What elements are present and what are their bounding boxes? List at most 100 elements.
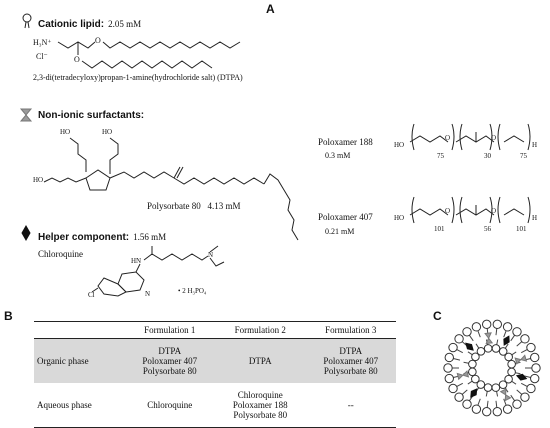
lipid-head <box>462 399 472 409</box>
p407-h: H <box>532 214 538 222</box>
lipid-head <box>512 327 522 337</box>
lipid-head <box>502 322 513 332</box>
cell-line: Poloxamer 407 <box>142 356 198 366</box>
lipid-head <box>483 344 493 353</box>
p188-o-1: O <box>445 134 451 142</box>
row-label-aqueous: Aqueous phase <box>34 383 125 428</box>
chloroquine-hn: HN <box>131 257 142 265</box>
lipid-head <box>526 342 536 353</box>
table-header-blank <box>34 321 125 339</box>
p407-o-2: O <box>491 207 497 215</box>
helper-conc: 1.56 mM <box>133 232 167 242</box>
lipid-head <box>531 363 541 373</box>
polysorbate-80-structure <box>43 137 299 241</box>
p188-ho: HO <box>394 141 405 149</box>
surfactant-marker <box>514 354 528 365</box>
diamond-icon <box>21 224 31 242</box>
cell-line: Polysorbate 80 <box>142 366 197 376</box>
lipid-head <box>491 383 501 392</box>
lipid-head <box>498 380 508 389</box>
p407-n3: 101 <box>516 225 527 233</box>
cell-line: -- <box>347 400 354 410</box>
dtpa-name: 2,3-di(tetradecyloxy)propan-1-amine(hydr… <box>33 73 243 82</box>
ps80-ho-3: HO <box>33 176 44 184</box>
cell-aqueous-f1: Chloroquine <box>124 383 215 428</box>
helper-label: Helper component: <box>38 232 130 243</box>
cell-line: DTPA <box>248 356 272 366</box>
table-header-f3: Formulation 3 <box>305 321 396 339</box>
cationic-lipid-conc: 2.05 mM <box>108 19 142 29</box>
table-row: Organic phase DTPA Poloxamer 407 Polysor… <box>34 338 396 383</box>
cell-aqueous-f2: Chloroquine Poloxamer 188 Polysorbate 80 <box>215 383 306 428</box>
lipid-head <box>512 399 522 409</box>
cell-organic-f2: DTPA <box>215 338 306 383</box>
poloxamer-407-name: Poloxamer 407 <box>318 212 373 222</box>
row-label-organic: Organic phase <box>34 338 125 383</box>
lipid-head <box>476 380 486 389</box>
lipid-head <box>502 404 513 414</box>
chloroquine-n-ring: N <box>145 290 151 298</box>
poloxamer-407-structure <box>409 196 531 224</box>
p188-n2: 30 <box>484 152 491 160</box>
table-header-f2: Formulation 2 <box>215 321 306 339</box>
surfactant-marker <box>484 332 494 345</box>
surfactant-marker <box>456 370 470 381</box>
formulation-table: Formulation 1 Formulation 2 Formulation … <box>34 321 396 428</box>
dtpa-amine: H₃N⁺ <box>33 38 52 47</box>
p407-ho: HO <box>394 214 405 222</box>
p188-o-2: O <box>491 134 497 142</box>
cell-line: Chloroquine <box>147 400 193 410</box>
dtpa-oxygen-2: O <box>74 55 80 64</box>
cationic-header: Cationic lipid: 2.05 mM <box>38 14 141 32</box>
polysorbate-80-name: Polysorbate 80 <box>147 201 201 211</box>
lipid-head <box>507 359 516 369</box>
hourglass-icon <box>19 108 33 122</box>
lipid-head <box>471 404 482 414</box>
ps80-ho-2: HO <box>102 128 113 136</box>
p407-n1: 101 <box>434 225 445 233</box>
dtpa-chloride: Cl⁻ <box>36 52 48 61</box>
poloxamer-188-conc: 0.3 mM <box>325 151 351 160</box>
dtpa-structure <box>57 41 241 69</box>
lipid-head <box>507 367 516 377</box>
lipid-head <box>462 327 472 337</box>
lipid-head <box>526 383 536 394</box>
lipid-head <box>443 363 453 373</box>
table-row: Aqueous phase Chloroquine Chloroquine Po… <box>34 383 396 428</box>
p188-n1: 75 <box>437 152 444 160</box>
chloroquine-cl: Cl <box>88 291 95 299</box>
lipid-head <box>498 347 508 356</box>
lipid-head <box>492 406 503 417</box>
p407-n2: 56 <box>484 225 491 233</box>
chloroquine-n-amine: N <box>208 251 214 259</box>
p188-n3: 75 <box>520 152 527 160</box>
nonionic-label: Non-ionic surfactants: <box>38 110 145 121</box>
panel-label-a: A <box>266 2 275 16</box>
lipid-head <box>504 352 513 362</box>
chloroquine-structure <box>91 245 225 297</box>
poloxamer-188-structure <box>409 123 531 151</box>
lipid-head <box>483 383 493 392</box>
table-header-f1: Formulation 1 <box>124 321 215 339</box>
cell-line: DTPA <box>339 346 363 356</box>
lipid-head <box>520 392 530 402</box>
poloxamer-407-conc: 0.21 mM <box>325 227 355 236</box>
panel-label-b: B <box>4 309 13 323</box>
lipid-icon <box>22 13 32 29</box>
table-header-row: Formulation 1 Formulation 2 Formulation … <box>34 321 396 339</box>
lipid-head <box>491 344 501 353</box>
cell-line: Polysorbate 80 <box>233 410 288 420</box>
lipid-head <box>530 352 540 363</box>
lipid-head <box>492 319 503 330</box>
dtpa-oxygen-1: O <box>95 36 101 45</box>
cell-line: DTPA <box>158 346 182 356</box>
lipid-head <box>444 373 454 384</box>
lipid-head <box>471 352 480 362</box>
helper-marker <box>465 342 474 351</box>
lipid-head <box>444 352 454 363</box>
lipid-head <box>468 367 477 377</box>
p188-h: H <box>532 141 538 149</box>
p407-o-1: O <box>445 207 451 215</box>
lipid-head <box>504 374 513 384</box>
lipid-head <box>448 383 458 394</box>
